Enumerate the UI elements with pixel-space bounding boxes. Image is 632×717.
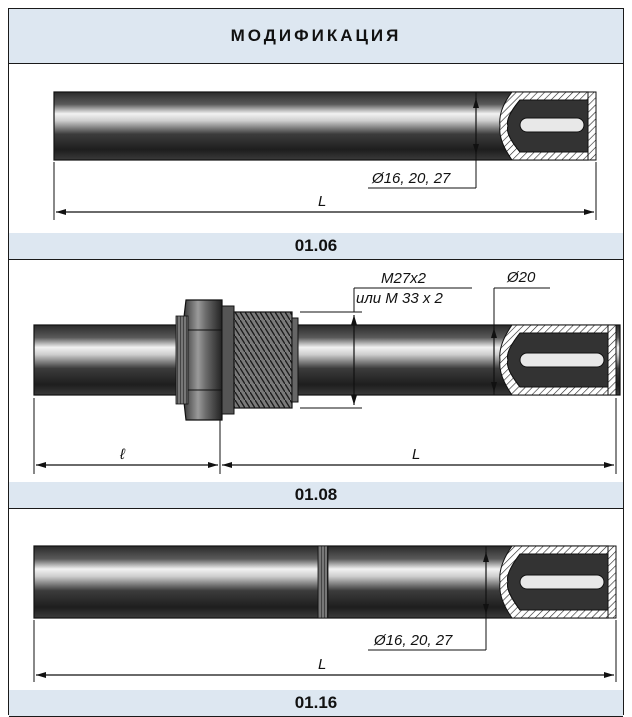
length-label: L: [318, 193, 326, 210]
nut-chamfer: [175, 315, 189, 405]
drawing-01-16: Ø16, 20, 27 L: [33, 545, 617, 682]
table-header: МОДИФИКАЦИЯ: [9, 9, 623, 64]
thread-end: [291, 317, 299, 403]
knurled-ring: [317, 545, 329, 619]
section-label-01-16: 01.16: [9, 690, 623, 717]
sensor-element: [519, 574, 605, 590]
nut-length-label: ℓ: [119, 446, 126, 463]
drawing-01-08: M27x2 или M 33 x 2 Ø20 ℓ L: [33, 269, 621, 474]
threaded-fitting: [233, 311, 293, 409]
section-code: 01.06: [294, 236, 338, 255]
fitting-collar: [221, 305, 235, 415]
thread-label-2: или M 33 x 2: [356, 290, 443, 307]
section-label-01-06: 01.06: [9, 233, 623, 260]
rod-body: [53, 91, 589, 161]
sensor-element: [519, 117, 585, 133]
header-title: МОДИФИКАЦИЯ: [230, 26, 402, 45]
length-label: L: [318, 656, 326, 673]
diameter-label: Ø16, 20, 27: [373, 632, 453, 649]
diameter-label: Ø20: [506, 269, 536, 286]
drawing-01-06: Ø16, 20, 27 L: [53, 91, 597, 220]
thread-label-1: M27x2: [381, 270, 427, 287]
section-code: 01.16: [294, 693, 338, 712]
diameter-label: Ø16, 20, 27: [371, 170, 451, 187]
sensor-element: [519, 352, 605, 368]
length-label: L: [412, 446, 420, 463]
section-label-01-08: 01.08: [9, 482, 623, 509]
section-code: 01.08: [294, 485, 338, 504]
